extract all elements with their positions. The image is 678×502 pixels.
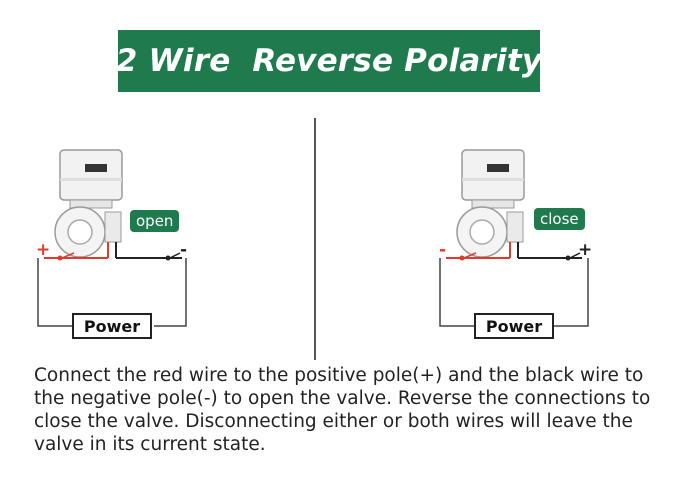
power-label: Power: [83, 316, 141, 336]
state-label-open: open: [130, 210, 180, 232]
switch-icon: [459, 252, 581, 261]
power-label: Power: [485, 316, 543, 336]
left-pole-sign: -: [439, 240, 447, 260]
wiring-diagram-close: - + close Power: [430, 149, 630, 340]
state-label-close: close: [534, 208, 585, 230]
switch-icon: [57, 252, 181, 261]
divider: [314, 118, 316, 360]
left-pole-sign: +: [36, 240, 51, 260]
valve-actuator-icon: [37, 149, 187, 327]
title-banner: 2 Wire Reverse Polarity: [115, 30, 543, 92]
wiring-diagram-open: + - open Power: [30, 149, 230, 340]
right-pole-sign: +: [578, 240, 593, 260]
power-box: Power: [474, 313, 554, 339]
valve-actuator-icon: [439, 149, 589, 327]
description-text: Connect the red wire to the positive pol…: [34, 365, 651, 455]
power-box: Power: [72, 313, 152, 339]
right-pole-sign: -: [180, 240, 188, 260]
page-title: 2 Wire Reverse Polarity: [115, 43, 543, 79]
